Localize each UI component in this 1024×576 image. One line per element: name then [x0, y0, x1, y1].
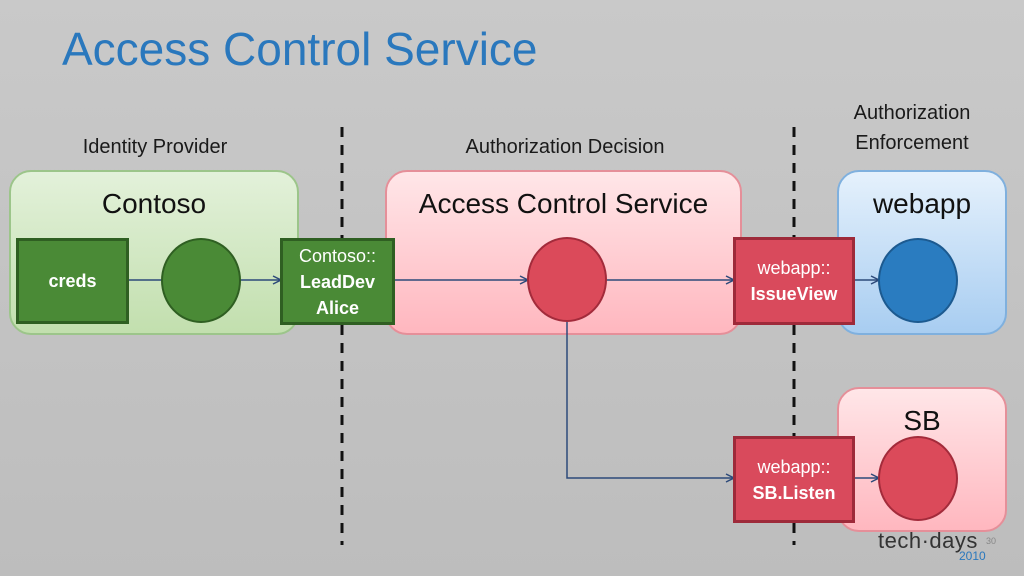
slide-title: Access Control Service [62, 23, 538, 75]
claim-line: Alice [315, 297, 360, 318]
claim-line: SB.Listen [752, 482, 836, 503]
panel-title-sb: SB [903, 405, 941, 436]
column-label-identity-provider: Identity Provider [82, 136, 228, 158]
issueview-claim-box: webapp:: IssueView [733, 237, 855, 325]
sb-circle [878, 436, 958, 521]
page-number: 30 [986, 536, 997, 546]
panel-title-contoso: Contoso [101, 188, 207, 219]
techdays-logo: tech·days [878, 528, 978, 553]
contoso-circle [161, 238, 241, 323]
claim-line: IssueView [750, 284, 838, 304]
claim-line: webapp:: [757, 456, 831, 477]
webapp-circle [878, 238, 958, 323]
contoso-claim-box: Contoso:: LeadDev Alice [280, 238, 395, 325]
connector-arrow [566, 322, 734, 478]
column-label-line: Enforcement [855, 132, 969, 154]
acs-circle [527, 237, 607, 322]
claim-line: LeadDev [299, 271, 376, 292]
creds-box: creds [16, 238, 129, 324]
sblisten-claim-box: webapp:: SB.Listen [733, 436, 855, 523]
claim-line: Contoso:: [298, 245, 377, 266]
creds-label: creds [48, 271, 97, 291]
panel-title-webapp: webapp [872, 188, 972, 219]
column-label-authorization-enforcement: Authorization Enforcement [822, 98, 1002, 158]
claim-line: webapp:: [757, 258, 831, 278]
panel-title-acs: Access Control Service [418, 188, 709, 219]
column-label-authorization-decision: Authorization Decision [465, 136, 665, 158]
techdays-year: 2010 [959, 549, 986, 563]
column-label-line: Authorization [853, 102, 971, 124]
